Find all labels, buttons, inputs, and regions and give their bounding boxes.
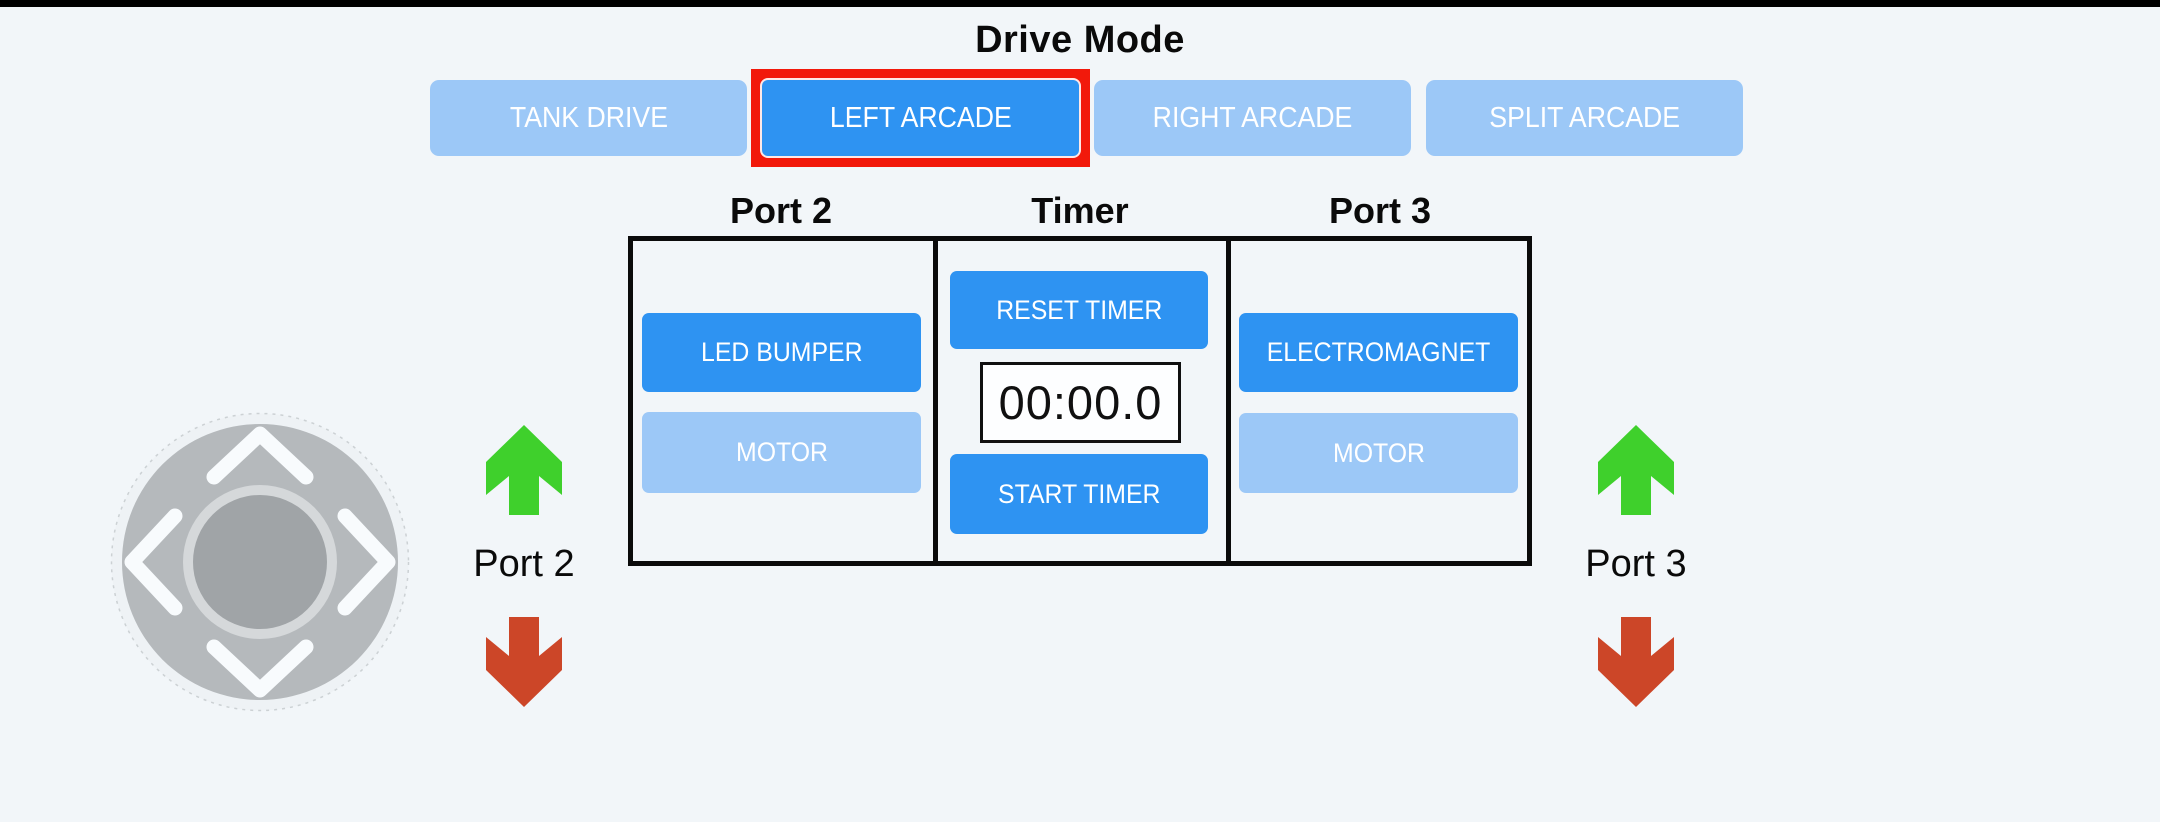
control-table — [628, 236, 1532, 566]
mode-button-left-arcade[interactable]: LEFT ARCADE — [762, 80, 1079, 156]
table-divider-left — [933, 241, 938, 561]
mode-button-label: SPLIT ARCADE — [1489, 101, 1680, 134]
selection-frame: LEFT ARCADE — [751, 69, 1090, 167]
motor-port2-label: MOTOR — [735, 437, 828, 467]
motor-button-port2[interactable]: MOTOR — [642, 412, 921, 493]
led-bumper-button[interactable]: LED BUMPER — [642, 313, 921, 392]
joystick-up-chevron-icon — [206, 426, 314, 485]
timer-value: 00:00.0 — [998, 376, 1163, 429]
start-timer-button[interactable]: START TIMER — [950, 454, 1208, 534]
down-arrow-icon — [1598, 617, 1674, 707]
reset-timer-button[interactable]: RESET TIMER — [950, 271, 1208, 349]
timer-display: 00:00.0 — [980, 362, 1181, 443]
joystick-icon — [110, 412, 410, 712]
electromagnet-label: ELECTROMAGNET — [1266, 337, 1491, 367]
led-bumper-label: LED BUMPER — [700, 337, 863, 367]
port2-down-arrow-button[interactable] — [486, 617, 562, 707]
mode-button-label: RIGHT ARCADE — [1152, 101, 1353, 134]
joystick-right-chevron-icon — [337, 508, 396, 616]
port3-up-arrow-button[interactable] — [1598, 425, 1674, 515]
port3-label: Port 3 — [1585, 543, 1687, 585]
motor-button-port3[interactable]: MOTOR — [1239, 413, 1518, 493]
table-divider-right — [1226, 241, 1231, 561]
motor-port3-label: MOTOR — [1332, 437, 1425, 468]
page-title: Drive Mode — [975, 19, 1185, 61]
mode-button-split-arcade[interactable]: SPLIT ARCADE — [1426, 80, 1743, 156]
top-bar — [0, 0, 2160, 7]
joystick[interactable] — [110, 412, 410, 712]
mode-button-label: TANK DRIVE — [509, 101, 668, 134]
up-arrow-icon — [1598, 425, 1674, 515]
column-header-port3: Port 3 — [1328, 190, 1432, 231]
joystick-left-chevron-icon — [124, 508, 183, 616]
down-arrow-icon — [486, 617, 562, 707]
joystick-down-chevron-icon — [206, 639, 314, 698]
column-header-port2: Port 2 — [729, 190, 833, 231]
reset-timer-label: RESET TIMER — [995, 294, 1163, 325]
start-timer-label: START TIMER — [997, 478, 1161, 509]
electromagnet-button[interactable]: ELECTROMAGNET — [1239, 313, 1518, 392]
port3-down-arrow-button[interactable] — [1598, 617, 1674, 707]
column-header-timer: Timer — [1031, 190, 1129, 231]
mode-button-right-arcade[interactable]: RIGHT ARCADE — [1094, 80, 1411, 156]
port2-label: Port 2 — [473, 543, 575, 585]
mode-button-label: LEFT ARCADE — [829, 101, 1012, 134]
joystick-knob[interactable] — [193, 495, 327, 629]
port2-up-arrow-button[interactable] — [486, 425, 562, 515]
mode-button-tank-drive[interactable]: TANK DRIVE — [430, 80, 747, 156]
up-arrow-icon — [486, 425, 562, 515]
